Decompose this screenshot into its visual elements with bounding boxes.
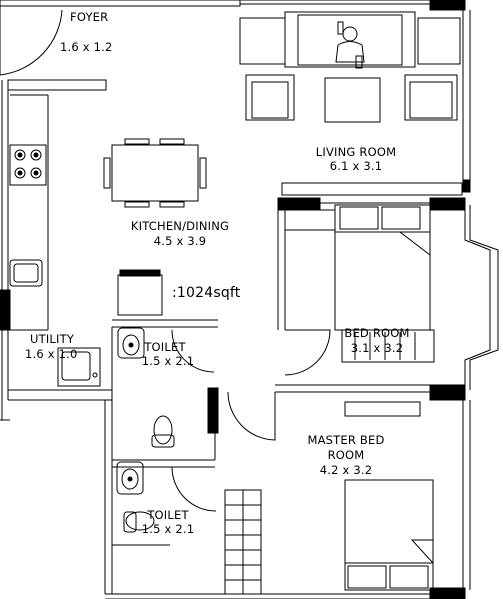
kitchen-name: KITCHEN/DINING [130,219,230,233]
toilet2-size: 1.5 x 2.1 [141,522,195,536]
toilet2-walls [111,466,217,546]
living-furniture [239,11,461,123]
utility-name: UTILITY [30,332,75,346]
utility-size: 1.6 x 1.0 [25,347,78,361]
utility-area [7,330,112,401]
bedroom-wardrobe [341,329,435,363]
kitchen-size: 4.5 x 3.9 [153,234,207,248]
foyer-name: FOYER [70,10,109,24]
living-room-size: 6.1 x 3.1 [329,159,383,173]
bed-room-name: BED ROOM [344,326,410,340]
kitchen-counter [7,79,107,331]
master-room-size: 4.2 x 3.2 [319,463,373,477]
bedroom-bed [284,204,431,331]
total-area-label: :1024sqft [172,285,241,301]
master-room-name-line1: MASTER BED [307,433,385,447]
master-room-name-line2: ROOM [327,448,365,462]
bedroom-bottom-wall [275,384,466,417]
toilet2-name: TOILET [147,508,189,522]
refrigerator [117,269,163,316]
foyer-size: 1.6 x 1.2 [60,40,113,54]
foyer-door [0,6,63,76]
toilet1-name: TOILET [144,340,186,354]
master-door [227,391,276,441]
dining-table [103,138,207,208]
bedroom-door [284,329,331,376]
bed-room-size: 3.1 x 3.2 [350,341,404,355]
living-room-name: LIVING ROOM [315,145,397,159]
toilet1-size: 1.5 x 2.1 [141,354,195,368]
kitchen-sink [9,259,43,287]
stove [9,144,47,186]
master-wardrobe [224,489,262,595]
toilet1-fixtures [117,327,175,448]
toilet1-walls [111,319,219,468]
master-bed [344,479,434,591]
toilet2-fixtures [116,461,155,533]
